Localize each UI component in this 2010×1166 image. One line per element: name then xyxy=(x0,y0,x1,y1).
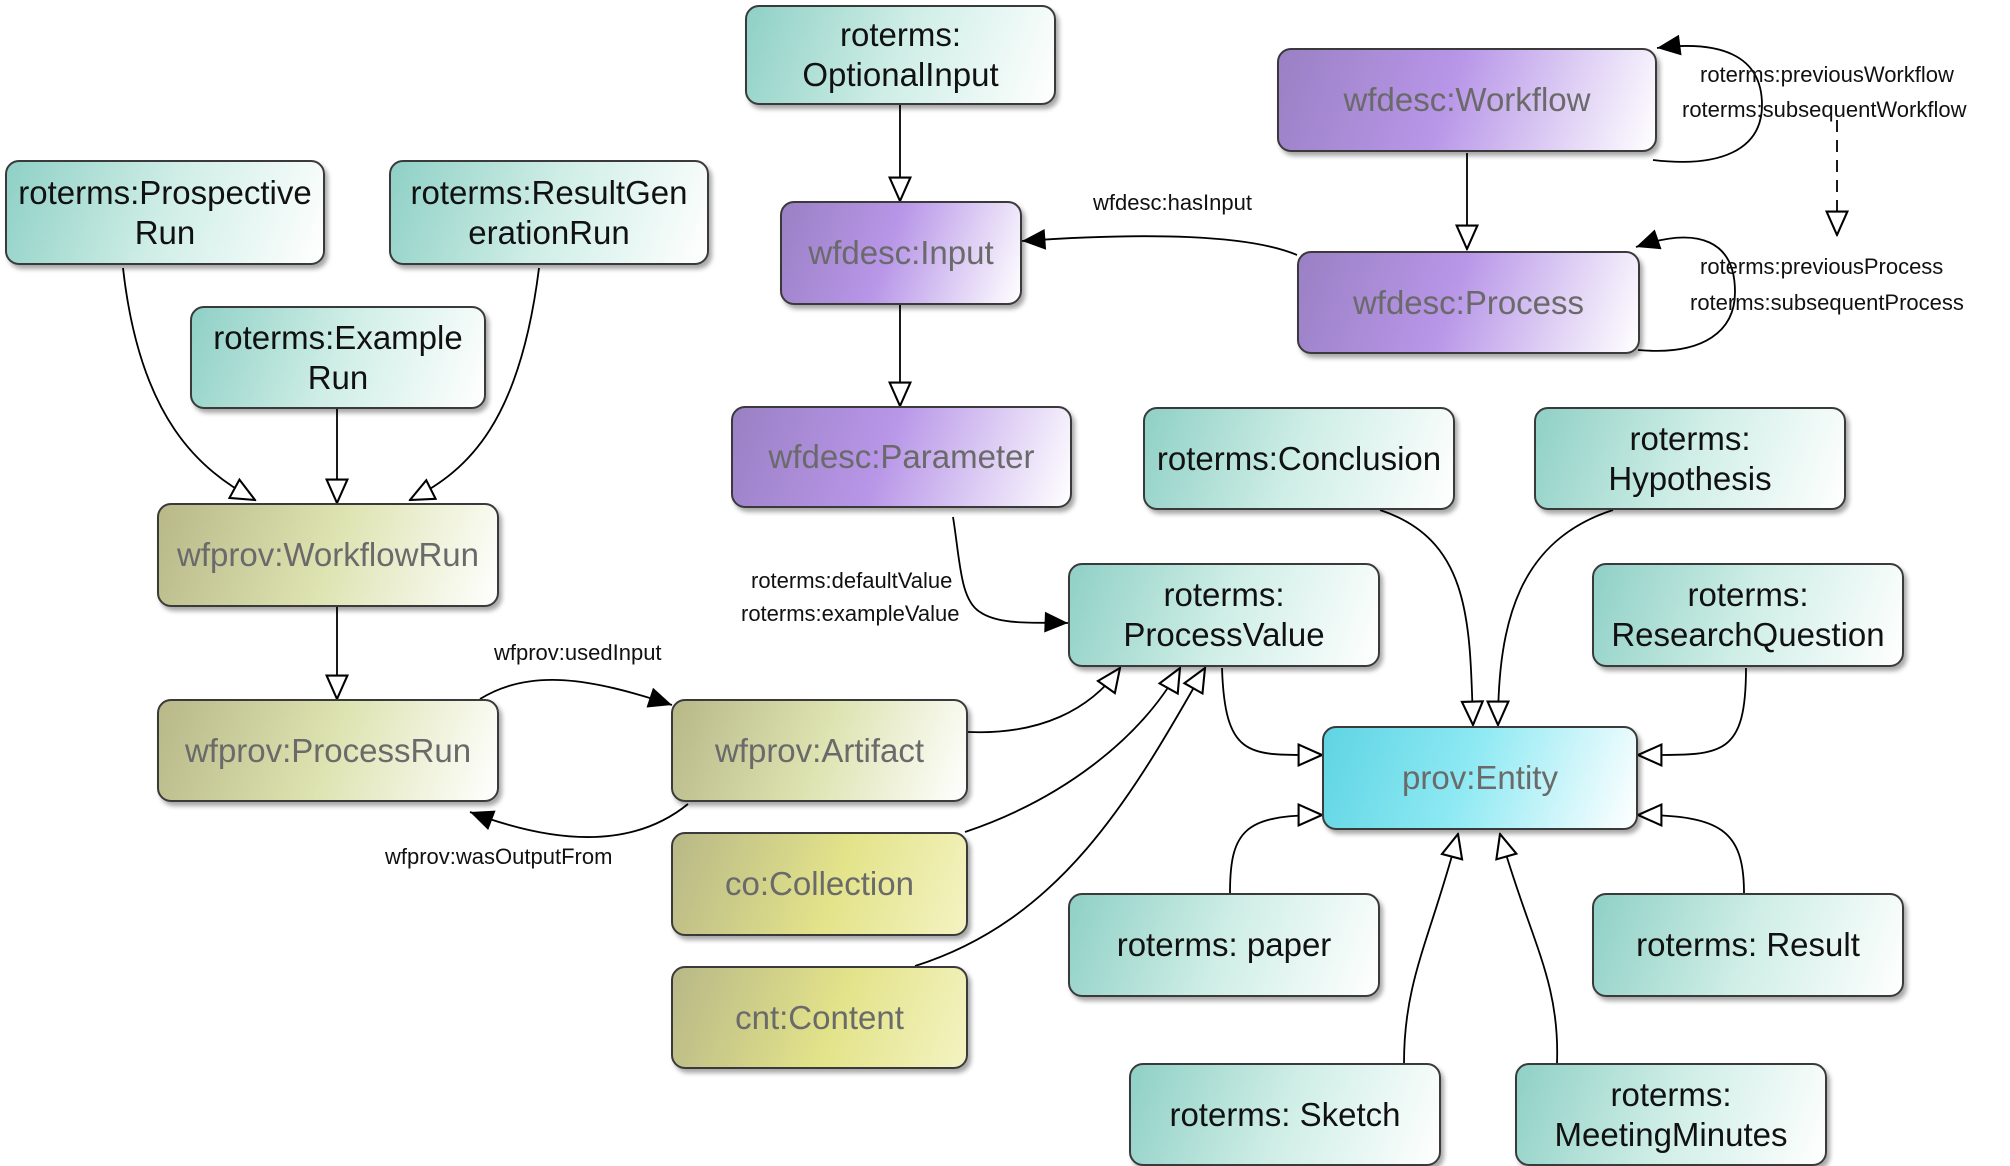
node-prov-entity: prov:Entity xyxy=(1322,726,1638,830)
node-sketch: roterms: Sketch xyxy=(1129,1063,1441,1166)
label-has-input: wfdesc:hasInput xyxy=(1092,190,1252,215)
node-meeting-minutes: roterms: MeetingMinutes xyxy=(1515,1063,1827,1166)
label-subsequent-workflow: roterms:subsequentWorkflow xyxy=(1682,97,1967,122)
label-example-value: roterms:exampleValue xyxy=(741,601,959,626)
edge-researchquestion-to-entity xyxy=(1638,667,1747,755)
edge-process-hasinput xyxy=(1021,228,1298,256)
node-collection: co:Collection xyxy=(671,832,968,936)
edge-process-self-loop xyxy=(1635,229,1736,352)
edge-collection-to-processvalue xyxy=(964,668,1180,833)
edge-paper-to-entity xyxy=(1229,815,1322,894)
node-paper: roterms: paper xyxy=(1068,893,1380,997)
label-previous-process: roterms:previousProcess xyxy=(1700,254,1943,279)
node-wfdesc-workflow: wfdesc:Workflow xyxy=(1277,48,1657,152)
node-research-question: roterms: ResearchQuestion xyxy=(1592,563,1904,667)
edge-artifact-to-processvalue xyxy=(967,668,1120,734)
node-content: cnt:Content xyxy=(671,966,968,1069)
node-example-run: roterms:Example Run xyxy=(190,306,486,409)
node-wfdesc-input: wfdesc:Input xyxy=(780,201,1022,305)
node-conclusion: roterms:Conclusion xyxy=(1143,407,1455,510)
node-optional-input: roterms: OptionalInput xyxy=(745,5,1056,105)
edge-sketch-to-entity xyxy=(1403,834,1458,1064)
node-process-value: roterms: ProcessValue xyxy=(1068,563,1380,667)
edge-processvalue-to-entity xyxy=(1221,667,1322,755)
label-was-output-from: wfprov:wasOutputFrom xyxy=(384,844,612,869)
label-default-value: roterms:defaultValue xyxy=(751,568,952,593)
edge-workflow-self-loop xyxy=(1652,34,1763,163)
edge-result-to-entity xyxy=(1638,815,1745,894)
edge-processrun-usedinput xyxy=(479,679,673,708)
label-used-input: wfprov:usedInput xyxy=(493,640,662,665)
edge-artifact-wasoutputfrom xyxy=(469,803,689,839)
edge-content-to-processvalue xyxy=(914,668,1205,967)
edge-hypothesis-to-entity xyxy=(1498,509,1614,725)
node-process-run: wfprov:ProcessRun xyxy=(157,699,499,802)
edge-conclusion-to-entity xyxy=(1379,509,1473,725)
node-hypothesis: roterms: Hypothesis xyxy=(1534,407,1846,510)
node-result-generation-run: roterms:ResultGen erationRun xyxy=(389,160,709,265)
node-wfdesc-process: wfdesc:Process xyxy=(1297,251,1640,354)
label-previous-workflow: roterms:previousWorkflow xyxy=(1700,62,1954,87)
node-wfdesc-parameter: wfdesc:Parameter xyxy=(731,406,1072,508)
node-workflow-run: wfprov:WorkflowRun xyxy=(157,503,499,607)
label-subsequent-process: roterms:subsequentProcess xyxy=(1690,290,1964,315)
edge-prospective-to-workflowrun xyxy=(122,267,255,500)
edge-parameter-to-processvalue xyxy=(952,516,1069,633)
node-prospective-run: roterms:Prospective Run xyxy=(5,160,325,265)
node-artifact: wfprov:Artifact xyxy=(671,699,968,802)
edge-minutes-to-entity xyxy=(1500,834,1559,1064)
node-result: roterms: Result xyxy=(1592,893,1904,997)
edge-resultgen-to-workflowrun xyxy=(410,267,540,500)
